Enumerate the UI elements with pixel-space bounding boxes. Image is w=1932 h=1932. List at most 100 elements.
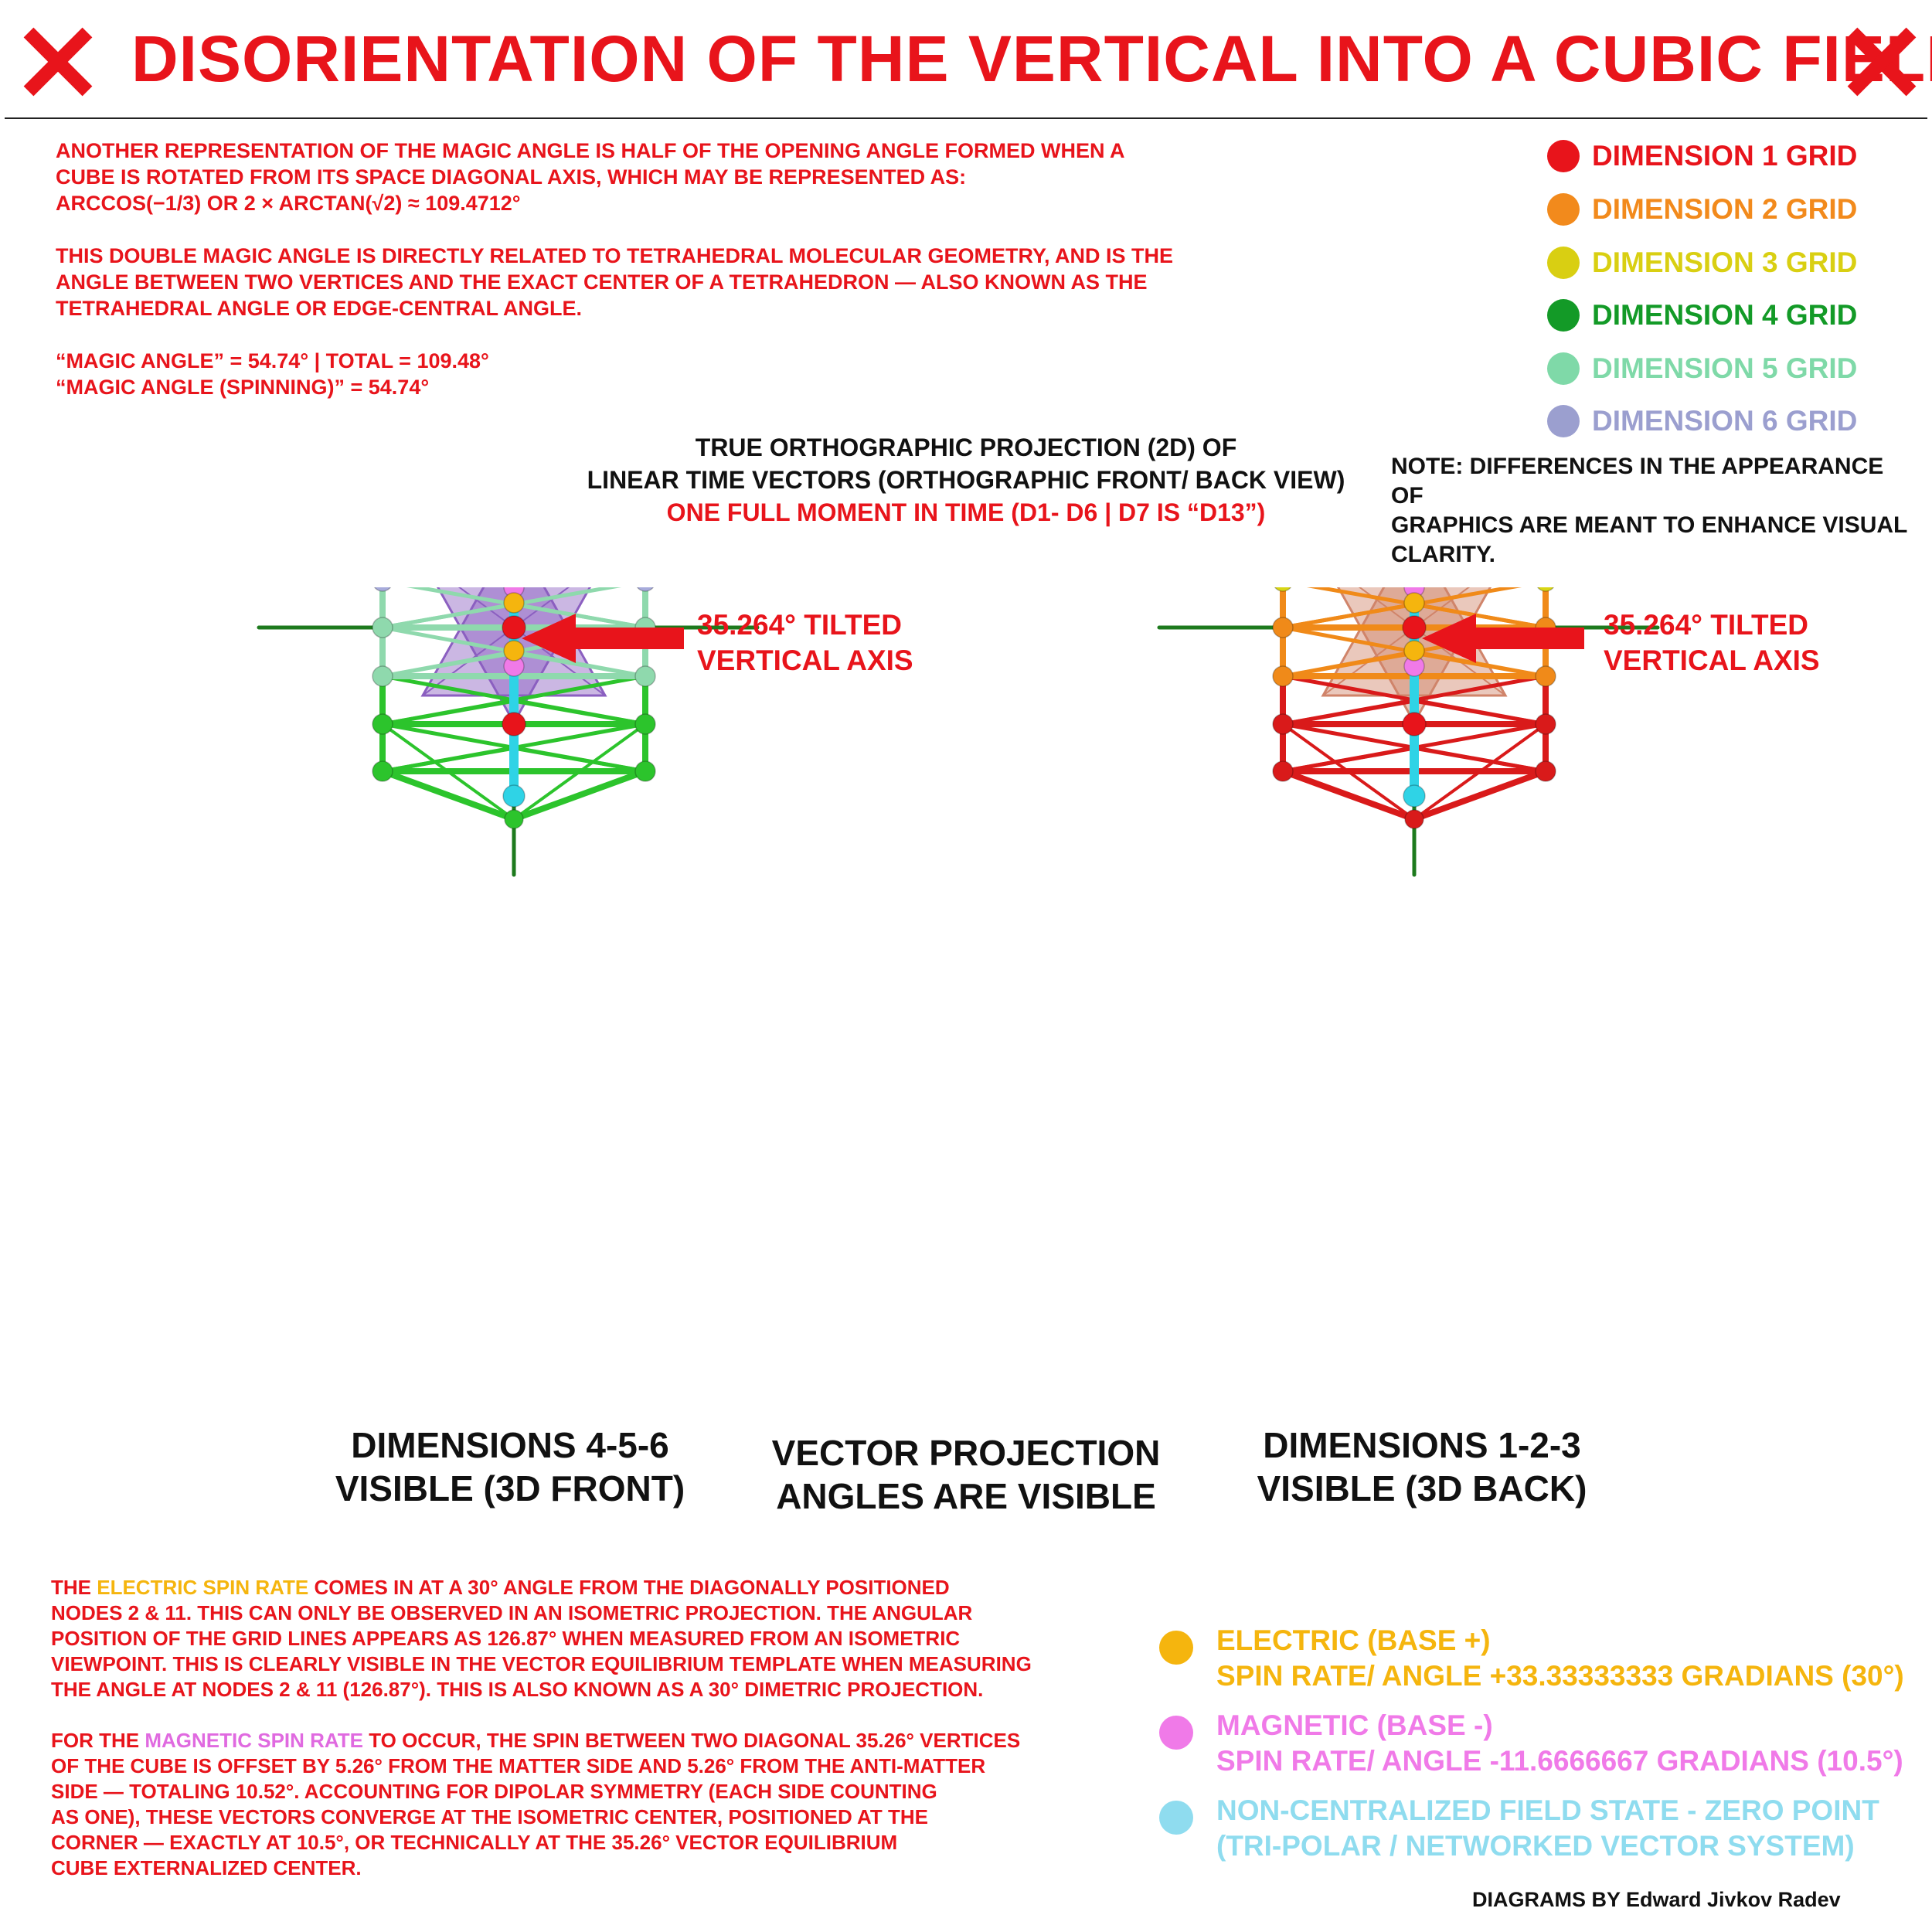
spin-rate-text: THE ELECTRIC SPIN RATE COMES IN AT A 30°… <box>51 1575 1087 1881</box>
legend-item: DIMENSION 4 GRID <box>1547 292 1857 338</box>
intro-line: TETRAHEDRAL ANGLE OR EDGE-CENTRAL ANGLE. <box>56 297 583 320</box>
magnetic-line: OF THE CUBE IS OFFSET BY 5.26° FROM THE … <box>51 1754 986 1777</box>
inner-brace <box>1281 651 1417 679</box>
side-node <box>634 713 656 735</box>
credit: DIAGRAMS BY Edward Jivkov Radev <box>1472 1888 1841 1911</box>
page-title: DISORIENTATION OF THE VERTICAL INTO A CU… <box>131 22 1932 95</box>
inner-brace <box>380 746 516 774</box>
projection-heading-line1: TRUE ORTHOGRAPHIC PROJECTION (2D) OF <box>695 434 1237 461</box>
side-node <box>372 665 393 687</box>
inner-brace <box>380 651 516 679</box>
side-node <box>1535 760 1556 782</box>
magnetic-line: CORNER — EXACTLY AT 10.5°, OR TECHNICALL… <box>51 1831 898 1854</box>
note-text: NOTE: DIFFERENCES IN THE APPEARANCE OF G… <box>1391 452 1917 570</box>
side-node <box>1272 713 1294 735</box>
caption-line: VISIBLE (3D BACK) <box>1257 1468 1587 1509</box>
legend-label: DIMENSION 2 GRID <box>1592 193 1858 225</box>
side-node <box>1272 760 1294 782</box>
side-node <box>372 617 393 638</box>
magnetic-paragraph: FOR THE MAGNETIC SPIN RATE TO OCCUR, THE… <box>51 1728 1087 1881</box>
legend-item: DIMENSION 1 GRID <box>1547 133 1857 179</box>
legend-label: DIMENSION 5 GRID <box>1592 352 1858 384</box>
legend-item: DIMENSION 5 GRID <box>1547 345 1857 392</box>
legend-label: DIMENSION 3 GRID <box>1592 247 1858 278</box>
zero-point-dot-icon <box>1159 1801 1193 1835</box>
tetrahedron-edge <box>513 587 570 628</box>
side-node <box>372 713 393 735</box>
side-node <box>1536 587 1555 592</box>
legend-label: DIMENSION 1 GRID <box>1592 140 1858 172</box>
close-x-icon-left <box>23 27 93 97</box>
caption-line: DIMENSIONS 1-2-3 <box>1263 1425 1581 1465</box>
caption-right: DIMENSIONS 1-2-3 VISIBLE (3D BACK) <box>1221 1423 1623 1510</box>
magnetic-spin-rate: SPIN RATE/ ANGLE -11.6666667 GRADIANS (1… <box>1216 1745 1903 1777</box>
apex-edge <box>379 768 517 822</box>
side-node <box>1274 587 1292 592</box>
magnetic-spin-rate-highlight: MAGNETIC SPIN RATE <box>145 1729 363 1752</box>
electric-node <box>1403 592 1425 614</box>
electric-node <box>503 592 525 614</box>
red-node <box>502 712 526 736</box>
tilted-axis-arrow <box>1422 614 1584 663</box>
magnetic-label: MAGNETIC (BASE -) <box>1216 1709 1493 1741</box>
electric-label: ELECTRIC (BASE +) <box>1216 1624 1491 1656</box>
apex-edge <box>1411 768 1549 822</box>
intro-line: ANGLE BETWEEN TWO VERTICES AND THE EXACT… <box>56 270 1148 294</box>
side-node <box>636 587 655 592</box>
magnetic-line: SIDE — TOTALING 10.52°. ACCOUNTING FOR D… <box>51 1780 937 1803</box>
side-node <box>1535 713 1556 735</box>
side-node <box>634 665 656 687</box>
tetrahedron-edge <box>457 587 515 628</box>
inner-brace <box>512 602 648 630</box>
inner-brace <box>380 602 516 630</box>
legend-item: DIMENSION 2 GRID <box>1547 186 1857 233</box>
side-node <box>634 760 656 782</box>
intro-line: CUBE IS ROTATED FROM ITS SPACE DIAGONAL … <box>56 165 967 189</box>
inner-brace <box>1281 602 1417 630</box>
zero-point-description: (TRI-POLAR / NETWORKED VECTOR SYSTEM) <box>1216 1830 1855 1862</box>
side-node <box>373 587 392 592</box>
projection-heading-line2: LINEAR TIME VECTORS (ORTHOGRAPHIC FRONT/… <box>587 466 1345 494</box>
electric-line: VIEWPOINT. THIS IS CLEARLY VISIBLE IN TH… <box>51 1652 1032 1675</box>
apex-edge <box>1413 723 1547 821</box>
caption-line: VISIBLE (3D FRONT) <box>335 1468 685 1509</box>
electric-dot-icon <box>1159 1631 1193 1665</box>
magic-angle-spinning-line: “MAGIC ANGLE (SPINNING)” = 54.74° <box>56 376 430 399</box>
title-divider <box>5 117 1927 119</box>
legend-dot-icon <box>1547 140 1580 172</box>
side-node <box>1272 617 1294 638</box>
electric-line: COMES IN AT A 30° ANGLE FROM THE DIAGONA… <box>308 1576 950 1599</box>
cyan-node <box>1403 784 1426 808</box>
magnetic-line: AS ONE), THESE VECTORS CONVERGE AT THE I… <box>51 1805 928 1828</box>
magnetic-pre: FOR THE <box>51 1729 145 1752</box>
legend-electric: ELECTRIC (BASE +) SPIN RATE/ ANGLE +33.3… <box>1159 1623 1904 1694</box>
tilted-axis-label-line: 35.264° TILTED <box>697 609 902 641</box>
apex-edge <box>511 768 648 822</box>
red-node <box>1402 712 1427 736</box>
legend-label: DIMENSION 4 GRID <box>1592 299 1858 331</box>
electric-pre: THE <box>51 1576 97 1599</box>
apex-node <box>504 809 524 829</box>
legend-dot-icon <box>1547 299 1580 332</box>
caption-line: VECTOR PROJECTION <box>771 1433 1161 1473</box>
side-node <box>372 760 393 782</box>
tilted-axis-label-line: VERTICAL AXIS <box>1604 645 1820 676</box>
electric-spin-rate: SPIN RATE/ ANGLE +33.33333333 GRADIANS (… <box>1216 1660 1904 1692</box>
diagram-canvas <box>257 587 1660 877</box>
legend-item: DIMENSION 3 GRID <box>1547 240 1857 286</box>
inner-brace <box>512 746 648 774</box>
inner-brace <box>1412 602 1548 630</box>
intro-line: THIS DOUBLE MAGIC ANGLE IS DIRECTLY RELA… <box>56 244 1174 267</box>
tilted-axis-arrow <box>522 614 684 663</box>
red-node <box>502 615 526 640</box>
tilted-axis-label-left: 35.264° TILTED VERTICAL AXIS <box>697 607 913 679</box>
note-line: GRAPHICS ARE MEANT TO ENHANCE VISUAL <box>1391 512 1908 538</box>
legend-label: DIMENSION 6 GRID <box>1592 405 1858 437</box>
magnetic-line: CUBE EXTERNALIZED CENTER. <box>51 1856 362 1879</box>
tilted-axis-label-line: 35.264° TILTED <box>1604 609 1808 641</box>
electric-node <box>503 640 525 662</box>
apex-edge <box>512 723 647 821</box>
apex-node <box>1404 809 1424 829</box>
zero-point-label: NON-CENTRALIZED FIELD STATE - ZERO POINT <box>1216 1794 1879 1826</box>
electric-spin-rate-highlight: ELECTRIC SPIN RATE <box>97 1576 309 1599</box>
